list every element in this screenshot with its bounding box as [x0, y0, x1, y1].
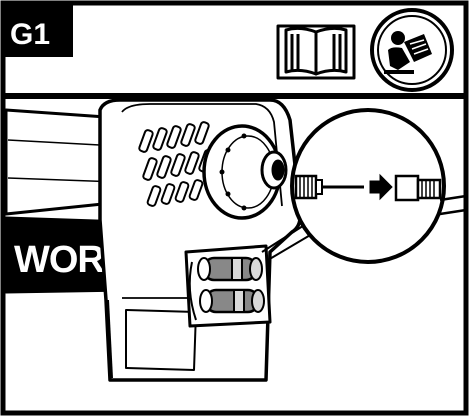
- battery-bottom: [199, 288, 265, 314]
- detail-callout: [290, 108, 467, 264]
- adapter-fitting: [394, 174, 442, 202]
- open-book-icon: [276, 24, 356, 80]
- step-badge: G1: [3, 3, 73, 57]
- read-manual-icon: [370, 8, 454, 92]
- step-label: G1: [10, 18, 50, 51]
- connector-fitting: [294, 174, 323, 200]
- tool-illustration: WORX: [4, 98, 313, 382]
- battery-top: [197, 256, 263, 282]
- arrow-right-icon: [369, 173, 393, 201]
